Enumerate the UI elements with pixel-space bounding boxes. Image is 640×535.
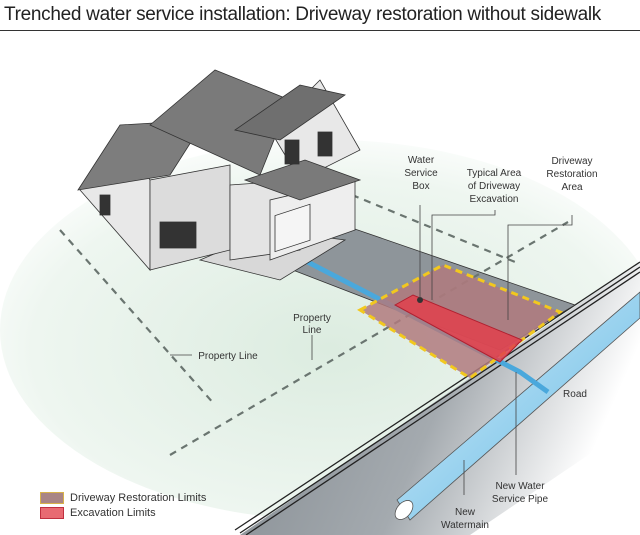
title-underline [0,30,640,31]
diagram-title: Trenched water service installation: Dri… [4,4,601,25]
excavation-area [393,294,523,363]
legend-label: Excavation Limits [70,507,156,519]
leader-lines [170,205,573,495]
legend-excavation-limits: Excavation Limits [40,507,156,519]
label-property-line-left: Property Line [198,351,258,362]
house [77,69,362,281]
new-watermain-pipe [394,291,640,521]
legend-restoration-limits: Driveway Restoration Limits [40,492,206,504]
label-road: Road [563,389,587,400]
water-service-box-icon [417,297,423,303]
legend-swatch-restoration [40,492,64,504]
legend-label: Driveway Restoration Limits [70,492,207,504]
legend-swatch-excavation [40,507,64,519]
new-water-service-pipe [298,255,550,395]
property-lines [59,188,569,456]
